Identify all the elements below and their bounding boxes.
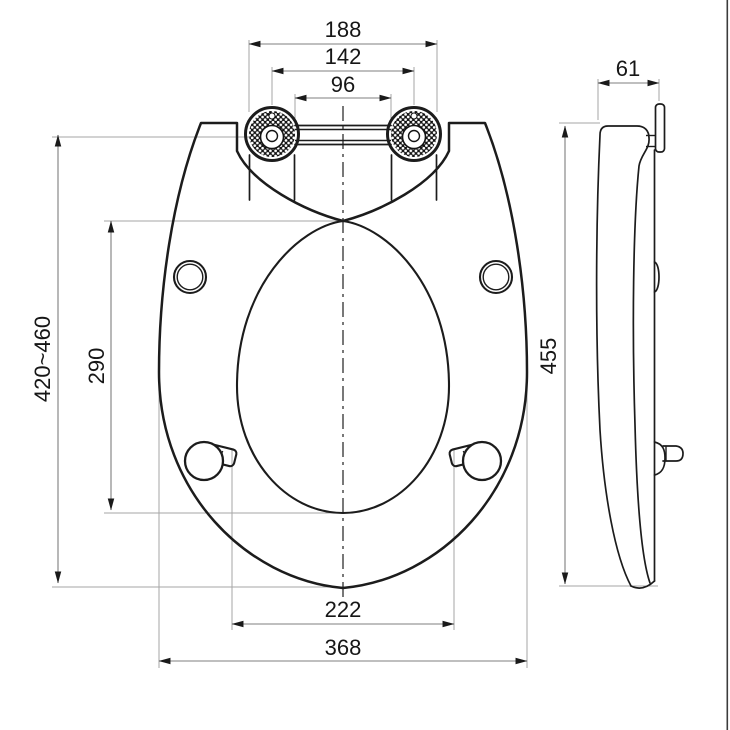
dim-label-seat-width: 368 bbox=[325, 635, 362, 660]
hinge-left bbox=[244, 106, 300, 201]
dim-label-hinge-span: 188 bbox=[325, 17, 362, 42]
dim-label-seat-length: 420~460 bbox=[30, 316, 55, 402]
dim-label-profile-depth: 61 bbox=[616, 56, 640, 81]
bumper-upper-side bbox=[653, 261, 660, 293]
dim-label-hinge-centers: 142 bbox=[325, 44, 362, 69]
bumper-right bbox=[448, 440, 503, 482]
bumper-left bbox=[183, 440, 238, 482]
seat-opening bbox=[235, 219, 451, 515]
fixing-hole-right bbox=[478, 259, 514, 295]
profile-bottom-edge bbox=[630, 580, 656, 589]
dimension-labels: 188 142 96 420~460 290 222 368 455 61 bbox=[30, 17, 640, 660]
dimension-lines bbox=[54, 40, 660, 665]
dim-label-hinge-bar: 96 bbox=[331, 72, 355, 97]
dim-label-bumper-span: 222 bbox=[325, 597, 362, 622]
dim-label-opening-length: 290 bbox=[84, 348, 109, 385]
fixing-hole-left bbox=[172, 259, 208, 295]
hinge-tab-side bbox=[646, 103, 666, 153]
side-view bbox=[559, 79, 684, 589]
hinge-bar bbox=[294, 124, 392, 146]
front-view bbox=[52, 40, 529, 668]
profile-outline bbox=[595, 125, 651, 587]
dim-label-profile-height: 455 bbox=[536, 338, 561, 375]
bumper-lower-side bbox=[653, 441, 684, 476]
hinge-right bbox=[386, 106, 442, 201]
